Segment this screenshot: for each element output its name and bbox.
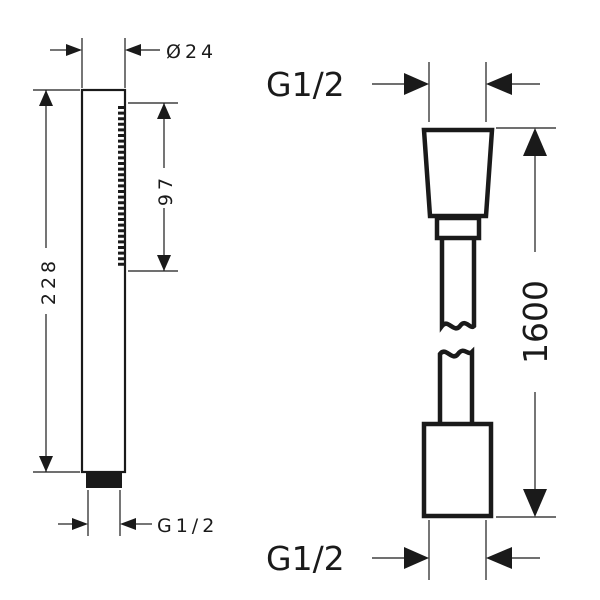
hose-bottom-connection-label: G1/2 <box>266 539 345 578</box>
hose-length-dimension: 1600 <box>496 127 556 518</box>
diameter-dimension: Ø24 <box>50 38 217 88</box>
hand-shower-connection-label: G1/2 <box>157 515 218 537</box>
hose-upper-segment <box>439 240 477 333</box>
hose-length-label: 1600 <box>516 280 555 364</box>
hand-shower-drawing <box>80 88 127 488</box>
hand-shower-connection-dimension: G1/2 <box>58 490 218 537</box>
hose-top-collar <box>434 215 482 241</box>
hose-drawing <box>421 127 495 519</box>
hand-shower-connector <box>86 472 122 488</box>
hose-bottom-nut <box>421 421 494 519</box>
hose-top-connection-label: G1/2 <box>266 65 345 104</box>
hose-lower-segment <box>437 346 475 424</box>
length-228-dimension: 228 <box>33 89 80 473</box>
hose-top-connection-dimension: G1/2 <box>266 62 540 122</box>
spray-97-dimension: 97 <box>128 102 178 272</box>
diameter-label: Ø24 <box>166 41 217 63</box>
hose-bottom-connection-dimension: G1/2 <box>266 520 540 580</box>
length-228-label: 228 <box>38 257 60 305</box>
hose-top-nut <box>421 127 495 219</box>
spray-97-label: 97 <box>155 174 177 206</box>
